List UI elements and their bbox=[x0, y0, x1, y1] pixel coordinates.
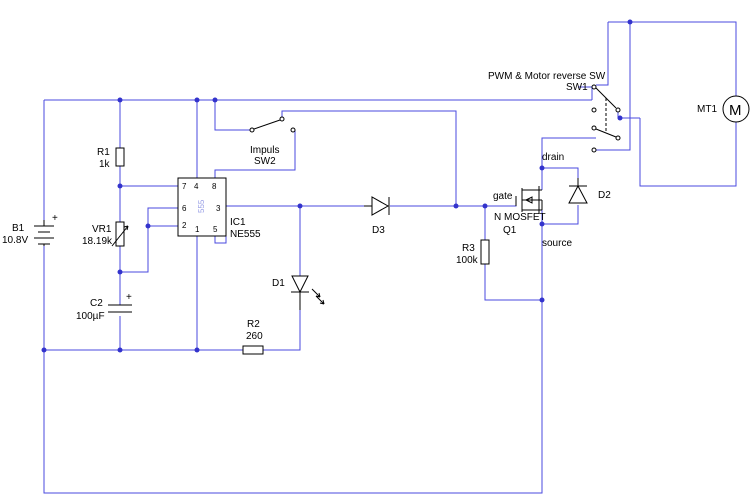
sw1-name: PWM & Motor reverse SW bbox=[488, 71, 606, 82]
ic-value: NE555 bbox=[230, 229, 261, 240]
sw2-name: Impuls bbox=[250, 145, 279, 156]
r1-value: 1k bbox=[99, 159, 111, 170]
switch-sw1: PWM & Motor reverse SW SW1 bbox=[488, 71, 621, 153]
ic-ref: IC1 bbox=[230, 217, 246, 228]
vr1-ref: VR1 bbox=[92, 224, 112, 235]
c2-ref: C2 bbox=[90, 298, 103, 309]
c2-value: 100µF bbox=[76, 311, 105, 322]
d2-ref: D2 bbox=[598, 190, 611, 201]
q1-type: N MOSFET bbox=[494, 212, 546, 223]
ic-pin-1: 1 bbox=[195, 225, 200, 234]
r3-value: 100k bbox=[456, 255, 479, 266]
ic-pin-4: 4 bbox=[194, 182, 199, 191]
battery-ref: B1 bbox=[12, 223, 25, 234]
ic-pin-3: 3 bbox=[216, 204, 221, 213]
battery-b1: + B1 10.8V bbox=[2, 213, 58, 246]
r2-ref: R2 bbox=[247, 319, 260, 330]
resistor-r1: R1 1k bbox=[97, 147, 125, 170]
capacitor-c2: + C2 100µF bbox=[76, 292, 132, 322]
d3-ref: D3 bbox=[372, 225, 385, 236]
r2-value: 260 bbox=[246, 331, 263, 342]
junctions bbox=[41, 19, 633, 353]
vr1-value: 18.19k bbox=[82, 236, 113, 247]
ic-pin-8: 8 bbox=[212, 182, 217, 191]
ic-pin-7: 7 bbox=[182, 182, 187, 191]
led-d1: D1 bbox=[272, 275, 325, 310]
motor-symbol: M bbox=[729, 102, 742, 119]
diode-d2: D2 bbox=[568, 178, 611, 204]
ic-pin-6: 6 bbox=[182, 204, 187, 213]
resistor-r2: R2 260 bbox=[242, 319, 264, 355]
diode-d3: D3 bbox=[364, 196, 390, 236]
ic-body-text: 555 bbox=[197, 199, 206, 213]
sw1-ref: SW1 bbox=[566, 82, 588, 93]
ic-pin-5: 5 bbox=[213, 225, 218, 234]
r1-ref: R1 bbox=[97, 147, 110, 158]
r3-ref: R3 bbox=[462, 243, 475, 254]
wires bbox=[43, 21, 737, 494]
d1-ref: D1 bbox=[272, 278, 285, 289]
battery-value: 10.8V bbox=[2, 235, 28, 246]
ic-ne555: 7 4 8 6 3 2 1 5 555 IC1 NE555 bbox=[177, 177, 261, 240]
mt1-ref: MT1 bbox=[697, 104, 717, 115]
q1-source: source bbox=[542, 238, 572, 249]
q1-drain: drain bbox=[542, 152, 564, 163]
battery-plus: + bbox=[52, 213, 58, 224]
sw2-ref: SW2 bbox=[254, 156, 276, 167]
switch-sw2: Impuls SW2 bbox=[249, 116, 296, 167]
q1-gate: gate bbox=[493, 191, 513, 202]
resistor-r3: R3 100k bbox=[456, 239, 490, 266]
c2-plus: + bbox=[126, 292, 132, 303]
q1-ref: Q1 bbox=[503, 225, 517, 236]
ic-pin-2: 2 bbox=[182, 221, 187, 230]
mosfet-q1: gate drain source N MOSFET Q1 bbox=[493, 152, 572, 249]
motor-mt1: M MT1 bbox=[697, 95, 750, 123]
potentiometer-vr1: VR1 18.19k bbox=[82, 221, 129, 247]
